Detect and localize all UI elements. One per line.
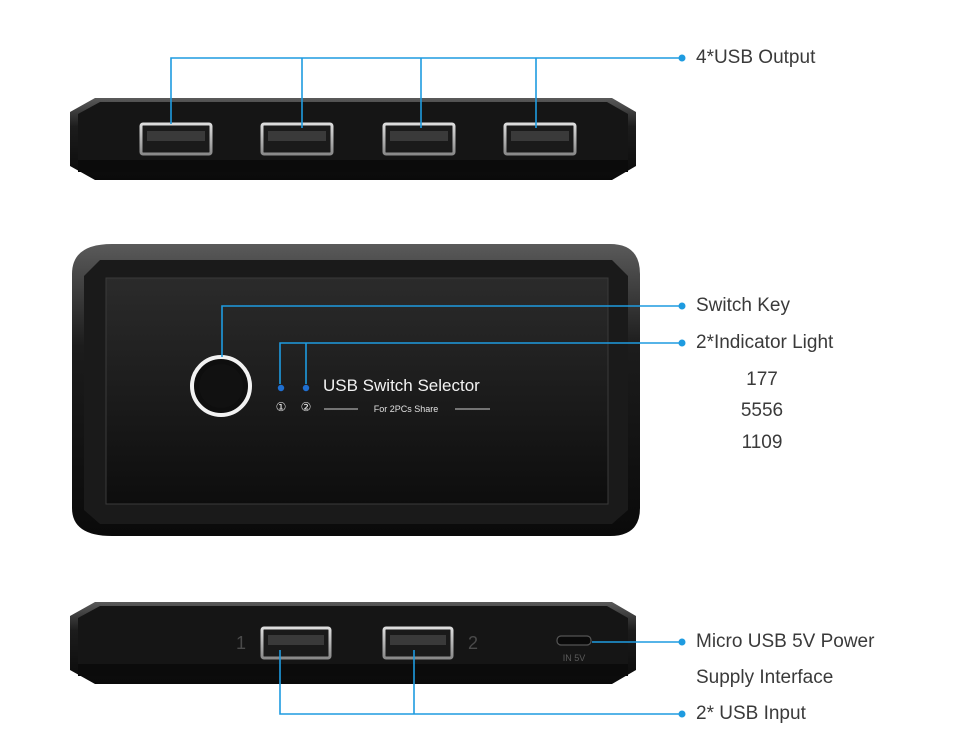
usb-input-port-2	[382, 626, 454, 660]
callout-dot-indicator	[678, 339, 686, 347]
device-title: USB Switch Selector	[323, 376, 480, 395]
callout-middle-lines	[221, 305, 680, 384]
indicator-label-1: ①	[276, 400, 287, 414]
indicator-led-2	[302, 384, 310, 392]
indicator-led-1	[277, 384, 285, 392]
power-port-label: IN 5V	[563, 653, 586, 663]
callout-dot-power	[678, 638, 686, 646]
label-power-line1: Micro USB 5V Power	[696, 631, 875, 652]
device-top-face: ① ② USB Switch Selector For 2PCs Share	[72, 244, 640, 536]
number-2: 5556	[740, 400, 784, 421]
label-power-line2: Supply Interface	[696, 667, 834, 688]
callout-dot-usb-input	[678, 710, 686, 718]
usb-output-port-2	[260, 122, 334, 156]
usb-output-port-1	[139, 122, 213, 156]
device-back-inputs: 1 2 IN 5V	[70, 602, 636, 684]
callout-dot-usb-output	[678, 54, 686, 62]
callout-dot-switch-key	[678, 302, 686, 310]
device-front-outputs	[70, 98, 636, 180]
device-subtitle: For 2PCs Share	[374, 404, 439, 414]
label-switch-key: Switch Key	[696, 295, 790, 316]
switch-key-button[interactable]	[190, 355, 252, 417]
number-1: 177	[746, 369, 778, 390]
indicator-label-2: ②	[301, 400, 312, 414]
label-indicator-light: 2*Indicator Light	[696, 332, 834, 353]
micro-usb-power-port: IN 5V	[556, 635, 592, 663]
callout-bottom-lines	[279, 641, 680, 715]
label-usb-input: 2* USB Input	[696, 703, 806, 724]
usb-input-port-1	[260, 626, 332, 660]
usb-output-port-4	[503, 122, 577, 156]
port-number-2: 2	[468, 633, 478, 653]
callout-usb-output-lines	[170, 57, 680, 128]
number-3: 1109	[741, 432, 783, 453]
port-number-1: 1	[236, 633, 246, 653]
usb-output-port-3	[382, 122, 456, 156]
label-usb-output: 4*USB Output	[696, 47, 816, 68]
